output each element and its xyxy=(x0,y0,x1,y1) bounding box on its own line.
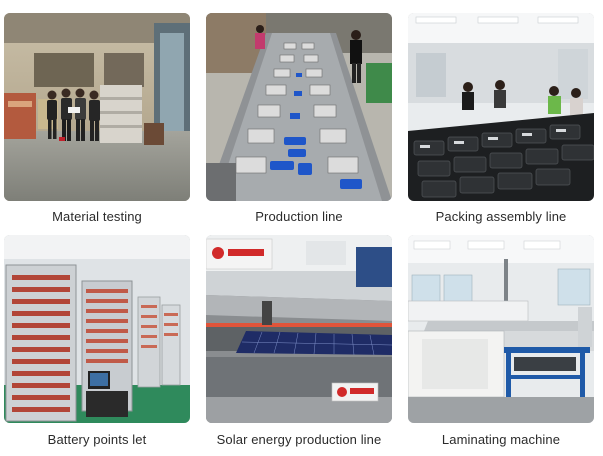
warehouse-inspection-photo xyxy=(4,13,190,201)
laminating-machine-photo xyxy=(408,235,594,423)
panel-caption: Material testing xyxy=(52,209,142,224)
packing-line-photo xyxy=(408,13,594,201)
panel-caption: Production line xyxy=(255,209,343,224)
panel-caption: Laminating machine xyxy=(441,432,561,447)
panel-caption: Packing assembly line xyxy=(435,209,567,224)
assembly-line-photo xyxy=(206,13,392,201)
battery-cabinet-photo xyxy=(4,235,190,423)
panel-caption: Battery points let xyxy=(47,432,147,447)
panel-caption: Solar energy production line xyxy=(216,432,382,447)
solar-panel-machine-photo xyxy=(206,235,392,423)
